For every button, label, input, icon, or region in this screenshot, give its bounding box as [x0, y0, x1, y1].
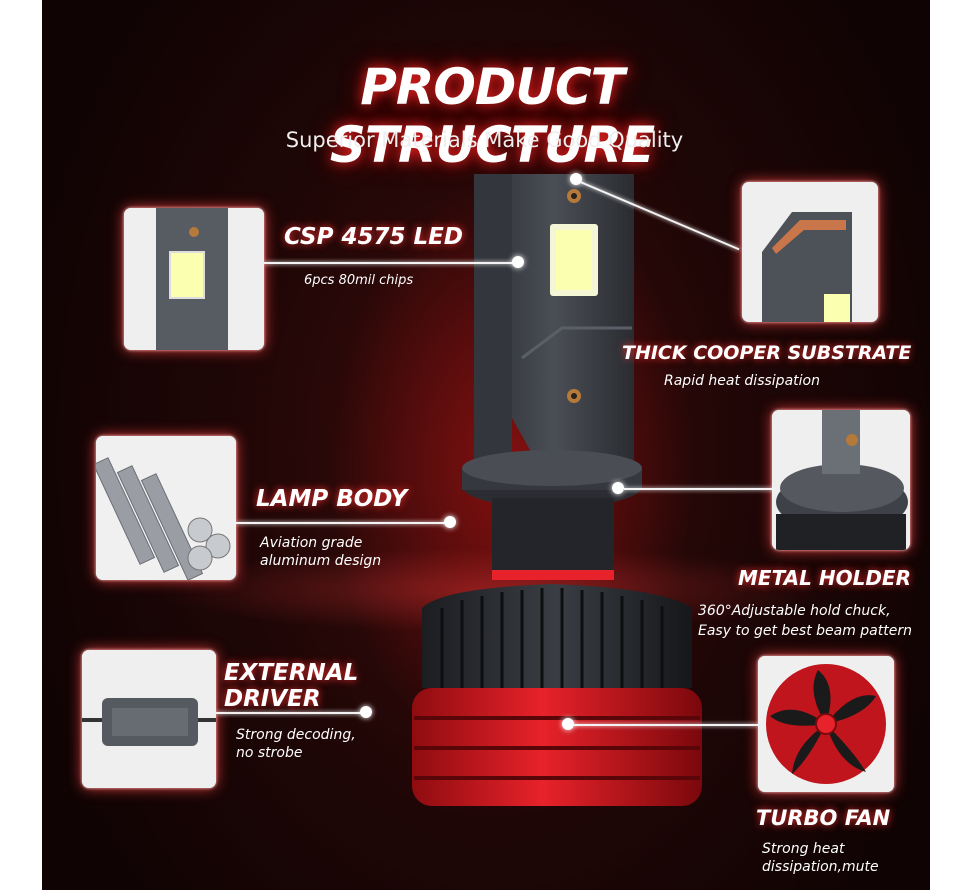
lamp-body-marker-dot — [444, 516, 456, 528]
substrate-closeup-panel — [742, 182, 878, 322]
led-desc: 6pcs 80mil chips — [304, 273, 414, 288]
holder-desc-line-1: 360°Adjustable hold chuck, — [698, 603, 891, 619]
fan-marker-dot — [562, 718, 574, 730]
holder-closeup-panel — [772, 410, 910, 550]
driver-label-line-1: EXTERNAL — [224, 660, 359, 686]
holder-label: METAL HOLDER — [738, 566, 911, 590]
external-driver-image — [82, 650, 216, 788]
driver-label-line-2: DRIVER — [224, 686, 321, 712]
fan-desc-line-2: dissipation,mute — [762, 859, 879, 875]
aluminum-rods-image — [96, 436, 236, 580]
driver-closeup-panel — [82, 650, 216, 788]
product-structure-graphic: PRODUCT STRUCTURE Superior Materials Mak… — [42, 0, 930, 890]
led-marker-dot — [512, 256, 524, 268]
fan-closeup-panel — [758, 656, 894, 792]
page-subtitle: Superior Materials Make Good Quality — [285, 128, 684, 152]
substrate-label: THICK COOPER SUBSTRATE — [622, 342, 912, 364]
lamp-body-desc-line-2: aluminum design — [260, 553, 382, 569]
led-bulb-image — [362, 168, 722, 808]
fan-label: TURBO FAN — [756, 806, 891, 830]
holder-marker-dot — [612, 482, 624, 494]
led-closeup-panel — [124, 208, 264, 350]
driver-desc-line-2: no strobe — [236, 745, 303, 761]
fan-desc-line-1: Strong heat — [762, 841, 845, 857]
substrate-closeup-image — [742, 182, 878, 322]
driver-marker-dot — [360, 706, 372, 718]
led-bulb-illustration — [412, 174, 702, 806]
substrate-marker-dot — [570, 173, 582, 185]
substrate-desc: Rapid heat dissipation — [664, 373, 820, 389]
lamp-body-closeup-panel — [96, 436, 236, 580]
turbo-fan-image — [758, 656, 894, 792]
page-title: PRODUCT STRUCTURE — [329, 58, 655, 174]
lamp-body-label: LAMP BODY — [256, 486, 408, 512]
lamp-body-desc-line-1: Aviation grade — [260, 535, 363, 551]
led-label: CSP 4575 LED — [284, 224, 463, 250]
led-closeup-image — [124, 208, 264, 350]
driver-desc-line-1: Strong decoding, — [236, 727, 356, 743]
metal-holder-image — [772, 410, 910, 550]
holder-desc-line-2: Easy to get best beam pattern — [698, 623, 912, 639]
